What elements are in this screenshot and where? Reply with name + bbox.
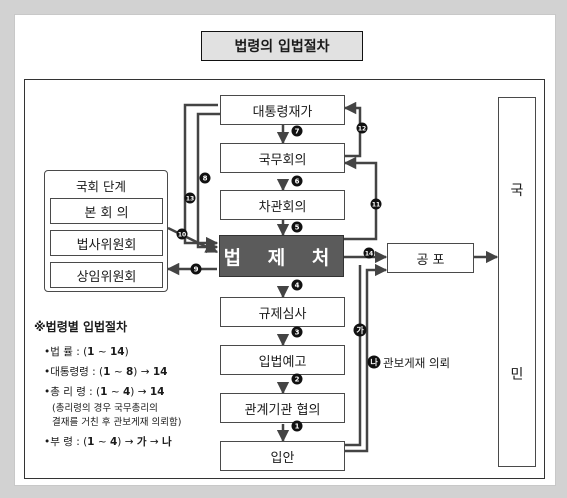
- step-cabinet-meeting: 국무회의: [220, 143, 345, 173]
- legend-decree-to: 8: [125, 366, 134, 378]
- marker-5-label: 5: [295, 224, 300, 232]
- step-draft: 입안: [220, 441, 345, 471]
- marker-6: [291, 175, 303, 187]
- legend-pm-label: •총 리 령 : (: [44, 386, 101, 398]
- legend-ministerial-decree: •부 령 : (1 ~ 4) → 가 → 나: [44, 434, 172, 449]
- legend-min-na: 나: [162, 436, 172, 448]
- legend-pm-from: 1: [100, 386, 108, 398]
- step-promulgation: 공 포: [387, 243, 474, 273]
- step-ministry-of-government-legislation: 법 제 처: [219, 235, 344, 277]
- marker-9: [190, 263, 202, 275]
- legend-pm-close: ) →: [130, 386, 147, 398]
- marker-8: [199, 172, 211, 184]
- legend-min-to: 4: [109, 436, 118, 448]
- marker-7-label: 7: [295, 128, 300, 136]
- legend-decree-tilde: ~: [113, 366, 123, 378]
- marker-3-label: 3: [295, 329, 300, 337]
- marker-11: [370, 198, 382, 210]
- legend-min-from: 1: [87, 436, 95, 448]
- gazette-request-label: 관보게재 의뢰: [383, 356, 451, 370]
- marker-3: [291, 326, 303, 338]
- citizens-label-top: 국: [510, 183, 524, 199]
- marker-8-label: 8: [203, 175, 208, 183]
- assembly-standing-committee: 상임위원회: [50, 262, 163, 288]
- marker-10-label: 10: [178, 232, 186, 239]
- legend-title: ※법령별 입법절차: [34, 320, 128, 334]
- step-legislative-notice: 입법예고: [220, 345, 345, 375]
- legend-law: •법 률 : (1 ~ 14): [44, 344, 129, 359]
- marker-na-label: 나: [370, 357, 378, 367]
- legend-presidential-decree: •대통령령 : (1 ~ 8) → 14: [44, 364, 167, 379]
- assembly-header: 국회 단계: [76, 179, 126, 194]
- step-vice-ministers-meeting: 차관회의: [220, 190, 345, 220]
- legend-decree-label: •대통령령 : (: [44, 366, 104, 378]
- legend-pm-tilde: ~: [110, 386, 120, 398]
- marker-10: [176, 228, 188, 240]
- legend-law-to: 14: [109, 346, 125, 358]
- marker-12: [356, 122, 368, 134]
- marker-1: [291, 420, 303, 432]
- legend-pm-end: 14: [149, 386, 165, 398]
- legend-law-close: ): [124, 346, 129, 358]
- step-regulatory-review: 규제심사: [220, 297, 345, 327]
- step-president-approval: 대통령재가: [220, 95, 345, 125]
- marker-1-label: 1: [295, 423, 300, 431]
- citizens-box: 국 민: [498, 97, 536, 467]
- page-title: 법령의 입법절차: [201, 31, 363, 61]
- marker-7: [291, 125, 303, 137]
- marker-na: [367, 355, 381, 369]
- marker-12-label: 12: [358, 126, 366, 133]
- legend-law-tilde: ~: [97, 346, 107, 358]
- legend-min-arrow: →: [149, 436, 159, 448]
- marker-5: [291, 221, 303, 233]
- marker-4-label: 4: [295, 282, 300, 290]
- legend-pm-note-2: 결재를 거친 후 관보게재 의뢰함): [52, 417, 182, 428]
- legend-decree-from: 1: [103, 366, 111, 378]
- marker-4: [291, 279, 303, 291]
- marker-ga: [353, 323, 367, 337]
- legend-pm-decree: •총 리 령 : (1 ~ 4) → 14: [44, 384, 165, 399]
- legend-pm-to: 4: [122, 386, 131, 398]
- legend-law-label: •법 률 : (: [44, 346, 88, 358]
- legend-pm-note-1: (총리령의 경우 국무총리의: [52, 403, 158, 414]
- marker-13-label: 13: [186, 196, 194, 203]
- legend-min-label: •부 령 : (: [44, 436, 88, 448]
- legend-law-from: 1: [87, 346, 95, 358]
- legend-min-close: ) →: [117, 436, 134, 448]
- marker-9-label: 9: [194, 266, 199, 274]
- marker-14: [363, 247, 375, 259]
- citizens-label-bottom: 민: [510, 367, 524, 383]
- legend-decree-end: 14: [152, 366, 168, 378]
- marker-2-label: 2: [295, 376, 300, 384]
- marker-2: [291, 373, 303, 385]
- marker-11-label: 11: [372, 202, 380, 209]
- step-agency-consultation: 관계기관 협의: [220, 393, 345, 423]
- assembly-plenary: 본 회 의: [50, 198, 163, 224]
- marker-6-label: 6: [295, 178, 300, 186]
- legend-decree-close: ) →: [133, 366, 150, 378]
- marker-ga-label: 가: [356, 325, 364, 335]
- marker-14-label: 14: [365, 251, 373, 258]
- legend-min-tilde: ~: [97, 436, 107, 448]
- assembly-judiciary-committee: 법사위원회: [50, 230, 163, 256]
- marker-13: [184, 192, 196, 204]
- legend-min-ga: 가: [136, 436, 147, 448]
